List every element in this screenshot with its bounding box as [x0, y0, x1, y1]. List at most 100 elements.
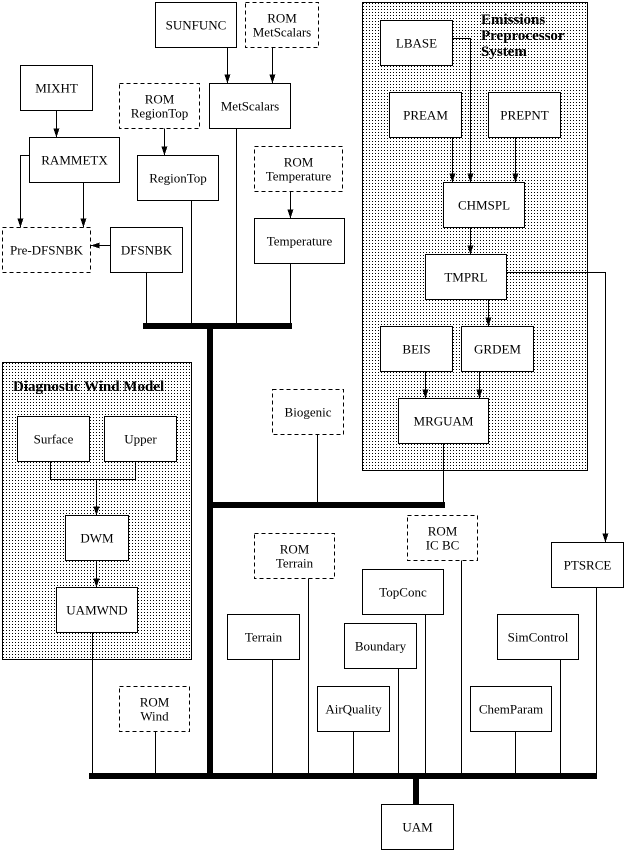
node-chmspl: CHMSPL — [443, 182, 525, 228]
node-label: PTSRCE — [564, 558, 612, 573]
node-box — [425, 254, 507, 300]
node-label: ROM — [140, 695, 170, 710]
node-label: Terrain — [276, 556, 314, 571]
edge-lbase-to-chmspl — [452, 38, 471, 183]
node-dfsnbk: DFSNBK — [110, 227, 183, 273]
node-box — [17, 416, 90, 462]
node-chemparam: ChemParam — [470, 686, 552, 732]
group-title: System — [481, 44, 527, 60]
node-label: Biogenic — [285, 405, 332, 420]
node-simcontrol: SimControl — [497, 614, 579, 660]
node-prepnt: PREPNT — [488, 92, 561, 138]
node-topconc: TopConc — [362, 569, 444, 615]
node-label: TopConc — [379, 585, 427, 600]
node-label: PREAM — [403, 108, 448, 123]
node-label: GRDEM — [474, 342, 521, 357]
edge-tmprl-to-ptsrce — [506, 272, 606, 543]
node-boundary: Boundary — [344, 623, 417, 669]
node-metscalars: MetScalars — [209, 83, 291, 129]
node-lbase: LBASE — [380, 20, 453, 66]
node-label: DFSNBK — [121, 243, 173, 258]
node-box — [104, 416, 177, 462]
node-dwm: DWM — [65, 515, 129, 561]
edge-surface-to-dwm — [50, 461, 97, 480]
node-box — [254, 218, 345, 264]
node-label: ChemParam — [479, 702, 543, 717]
node-label: ROM — [284, 155, 314, 170]
node-grdem: GRDEM — [461, 326, 534, 372]
node-box — [29, 137, 120, 183]
arrowhead-icon — [467, 173, 474, 183]
node-upper: Upper — [104, 416, 177, 462]
node-label: RegionTop — [131, 106, 189, 121]
node-box — [56, 587, 138, 633]
node-box — [65, 515, 129, 561]
node-box — [155, 2, 237, 48]
node-label: RAMMETX — [41, 153, 108, 168]
node-box — [317, 686, 390, 732]
node-box — [461, 326, 534, 372]
node-box — [381, 804, 454, 850]
node-box — [110, 227, 183, 273]
group-title: Emissions — [481, 12, 545, 28]
node-label: PREPNT — [500, 108, 548, 123]
node-box — [254, 533, 335, 579]
node-box — [362, 569, 444, 615]
node-label: CHMSPL — [458, 198, 510, 213]
node-label: UAMWND — [66, 603, 127, 618]
node-box — [344, 623, 417, 669]
node-box — [497, 614, 579, 660]
node-label: MIXHT — [35, 81, 78, 96]
node-label: IC BC — [426, 538, 460, 553]
node-box — [380, 326, 453, 372]
node-mrguam: MRGUAM — [398, 398, 489, 444]
node-box — [20, 65, 93, 111]
node-label: Upper — [124, 432, 157, 447]
node-box — [389, 92, 462, 138]
node-label: Wind — [140, 709, 169, 724]
node-temperature: Temperature — [254, 218, 345, 264]
node-sunfunc: SUNFUNC — [155, 2, 237, 48]
node-uamwnd: UAMWND — [56, 587, 138, 633]
arrowhead-icon — [93, 578, 100, 588]
node-box — [209, 83, 291, 129]
arrowhead-icon — [80, 218, 87, 228]
node-label: Temperature — [267, 234, 333, 249]
node-label: Boundary — [355, 639, 407, 654]
node-label: TMPRL — [444, 270, 487, 285]
arrowhead-icon — [90, 242, 100, 249]
node-regiontop: RegionTop — [137, 155, 219, 201]
node-biogenic: Biogenic — [272, 389, 344, 435]
node-box — [254, 146, 343, 192]
arrowhead-icon — [422, 389, 429, 399]
node-box — [272, 389, 344, 435]
node-mixht: MIXHT — [20, 65, 93, 111]
node-box — [119, 83, 200, 129]
node-box — [119, 686, 190, 732]
node-label: Temperature — [266, 169, 332, 184]
node-label: AirQuality — [325, 702, 382, 717]
node-box — [2, 227, 91, 273]
node-label: MRGUAM — [414, 414, 474, 429]
node-box — [245, 2, 319, 48]
node-label: UAM — [402, 820, 433, 835]
node-pream: PREAM — [389, 92, 462, 138]
node-surface: Surface — [17, 416, 90, 462]
node-label: Pre-DFSNBK — [10, 243, 84, 258]
group-title: Preprocessor — [481, 28, 565, 44]
node-box — [470, 686, 552, 732]
node-label: RegionTop — [149, 171, 207, 186]
node-rammetx: RAMMETX — [29, 137, 120, 183]
group-eps-frame — [362, 2, 588, 471]
node-label: SimControl — [508, 630, 569, 645]
edge-rammetx-to-pre-dfsnbk — [20, 155, 30, 228]
arrowhead-icon — [602, 533, 609, 543]
